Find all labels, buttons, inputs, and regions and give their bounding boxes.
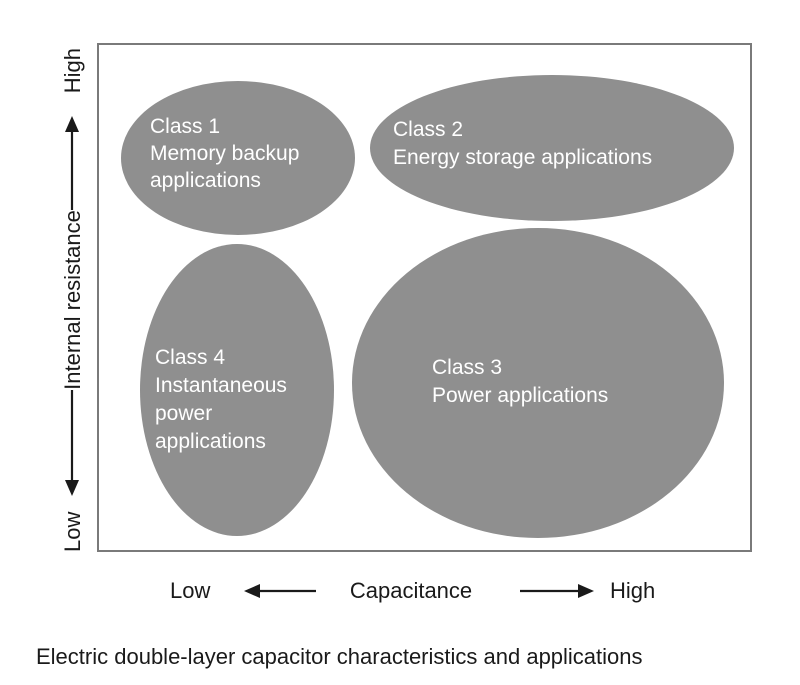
region-class-4-line: Instantaneous [155,374,287,397]
region-class-1: Class 1 Memory backup applications [121,81,355,235]
region-class-2-line: Class 2 [393,118,463,141]
y-axis-low-label: Low [60,512,85,552]
region-class-4: Class 4 Instantaneous power applications [140,244,334,536]
y-axis-up-arrowhead [65,116,79,132]
y-axis: Low Internal resistance High [60,48,85,552]
region-class-3-line: Class 3 [432,356,502,379]
region-class-1-line: Memory backup [150,142,299,165]
x-axis-high-label: High [610,578,655,603]
region-class-1-line: applications [150,169,261,192]
x-axis-title: Capacitance [350,578,472,603]
y-axis-down-arrowhead [65,480,79,496]
region-class-4-line: applications [155,430,266,453]
region-class-3-line: Power applications [432,384,608,407]
region-class-4-line: power [155,402,212,425]
x-axis-low-label: Low [170,578,210,603]
region-class-4-shape [140,244,334,536]
plot-frame [97,43,752,552]
region-class-3: Class 3 Power applications [352,228,724,538]
y-axis-high-label: High [60,48,85,93]
svg-text:Class 1 Memory backup: Class 1 Memory backup applications [150,115,305,192]
svg-text:Class 2 Energy storage a: Class 2 Energy storage applications [393,118,652,169]
x-axis-left-arrowhead [244,584,260,598]
region-class-2-line: Energy storage applications [393,146,652,169]
figure-caption: Electric double-layer capacitor characte… [36,644,643,669]
region-class-1-shape [121,81,355,235]
region-class-3-shape [352,228,724,538]
region-class-2: Class 2 Energy storage applications [370,75,734,221]
x-axis-right-arrowhead [578,584,594,598]
y-axis-title: Internal resistance [60,210,85,390]
svg-text:Class 4 Instantaneous: Class 4 Instantaneous power applications [155,346,293,453]
svg-text:Class 3 Power applicatio: Class 3 Power applications [432,356,608,407]
x-axis: Low Capacitance High [170,578,655,603]
region-class-4-line: Class 4 [155,346,225,369]
region-class-1-line: Class 1 [150,115,220,138]
region-class-2-shape [370,75,734,221]
